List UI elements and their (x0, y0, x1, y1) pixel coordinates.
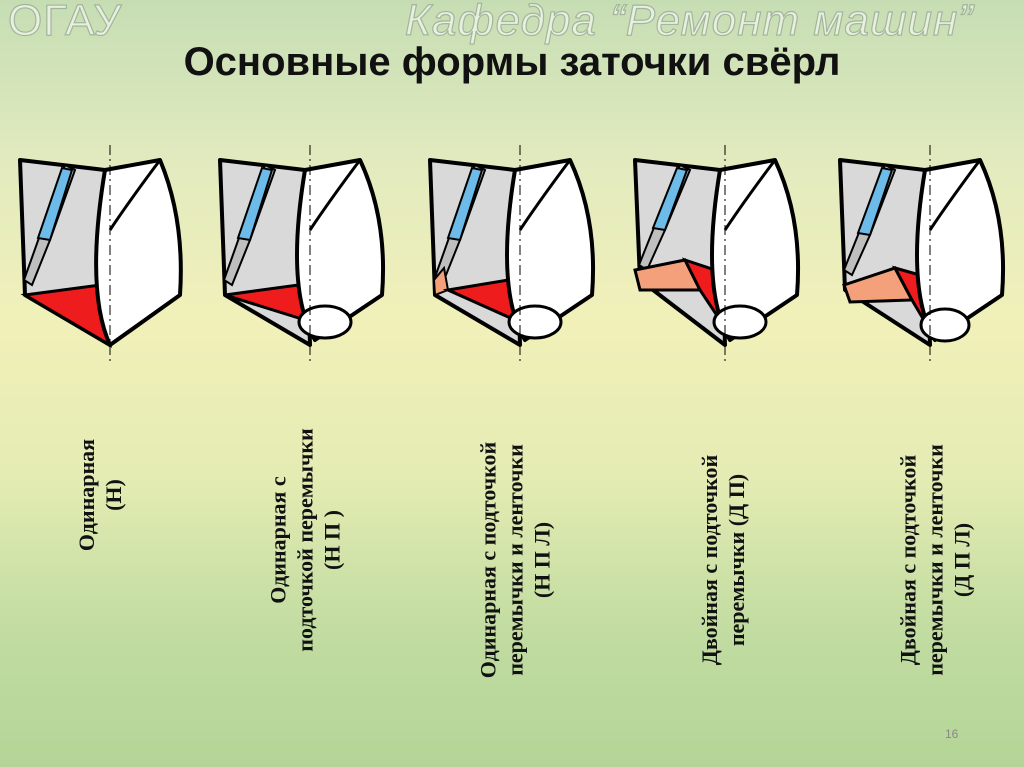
drill-label-single-web-thinning: Одинарная с подточкой перемычки (Н П ) (265, 428, 345, 652)
drill-illustration-double-web-thinning (633, 145, 801, 365)
page-title: Основные формы заточки свёрл (183, 40, 841, 84)
slide-number: 16 (945, 727, 959, 741)
drill-label-single-web-margin: Одинарная с подточкой перемычки и ленточ… (475, 441, 555, 679)
drill-illustration-double-web-margin (838, 145, 1006, 365)
drill-illustration-single-web-thinning (218, 145, 386, 365)
drill-label-double-web-thinning: Двойная с подточкой перемычки (Д П) (697, 454, 749, 666)
department-watermark: Кафедра “Ремонт машин” (404, 0, 974, 46)
drill-label-single: Одинарная (Н) (74, 438, 126, 552)
drill-label-double-web-margin: Двойная с подточкой перемычки и ленточки… (895, 444, 975, 676)
drill-illustration-single (18, 145, 183, 365)
drill-illustration-single-web-margin (428, 145, 596, 365)
org-watermark: ОГАУ (7, 0, 123, 46)
